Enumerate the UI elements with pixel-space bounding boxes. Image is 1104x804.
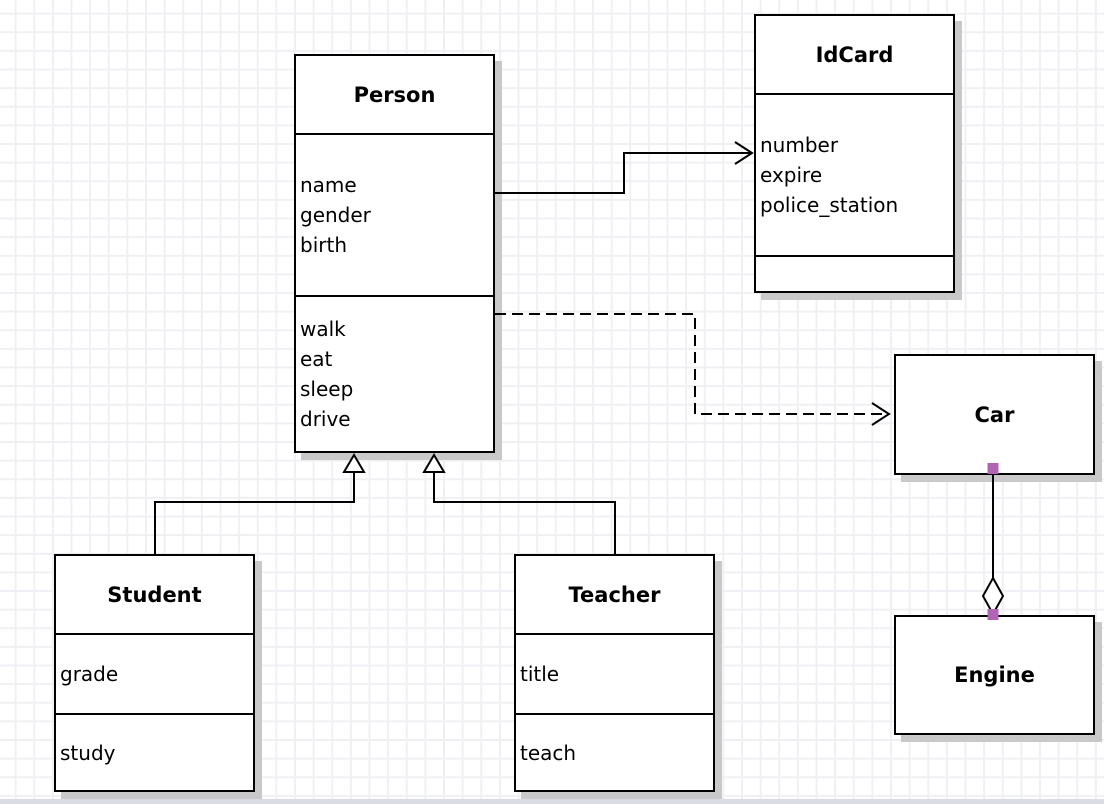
edge-student-person[interactable]	[154, 453, 366, 554]
class-attributes: grade	[56, 633, 253, 713]
edge-person-idcard[interactable]	[495, 141, 754, 194]
class-methods-empty	[756, 255, 953, 291]
class-title: Person	[353, 82, 436, 107]
class-title: Engine	[954, 663, 1035, 687]
class-engine[interactable]: Engine	[894, 615, 1095, 735]
edge-line[interactable]	[495, 152, 751, 194]
class-teacher[interactable]: Teacher title teach	[514, 554, 715, 792]
attribute: birth	[300, 233, 347, 257]
canvas-bottom-edge	[0, 799, 1104, 804]
class-title: Car	[974, 402, 1015, 427]
method: drive	[300, 407, 351, 431]
method: walk	[300, 317, 346, 341]
open-arrowhead-icon	[734, 141, 754, 165]
class-methods: walk eat sleep drive	[296, 295, 493, 451]
attribute: name	[300, 173, 357, 197]
method: teach	[520, 740, 577, 765]
method: eat	[300, 347, 333, 371]
class-car[interactable]: Car	[894, 354, 1095, 475]
edge-person-car[interactable]	[495, 313, 891, 426]
edge-car-engine[interactable]	[981, 463, 1005, 620]
class-attributes: name gender birth	[296, 133, 493, 295]
class-person[interactable]: Person name gender birth walk eat sleep …	[294, 54, 495, 453]
attribute: grade	[60, 662, 119, 686]
class-attributes: number expire police_station	[756, 93, 953, 255]
edge-teacher-person[interactable]	[422, 453, 616, 554]
attribute: police_station	[760, 193, 899, 217]
aggregation-diamond-icon	[981, 575, 1005, 617]
edge-line[interactable]	[433, 472, 616, 554]
class-methods: study	[56, 713, 253, 790]
method: study	[60, 740, 116, 765]
class-idcard[interactable]: IdCard number expire police_station	[754, 14, 955, 293]
class-methods: teach	[516, 713, 713, 790]
attribute: title	[520, 662, 560, 686]
method: sleep	[300, 377, 354, 401]
generalization-triangle-icon	[342, 453, 366, 473]
class-student[interactable]: Student grade study	[54, 554, 255, 792]
edge-line[interactable]	[154, 472, 355, 554]
class-attributes: title	[516, 633, 713, 713]
generalization-triangle-icon	[422, 453, 446, 473]
attribute: gender	[300, 203, 371, 227]
edge-line[interactable]	[495, 313, 888, 415]
class-title: Student	[107, 582, 202, 607]
attribute: number	[760, 133, 839, 157]
attribute: expire	[760, 163, 823, 187]
class-title: IdCard	[815, 42, 894, 67]
open-arrowhead-icon	[871, 402, 891, 426]
class-title: Teacher	[568, 582, 661, 607]
